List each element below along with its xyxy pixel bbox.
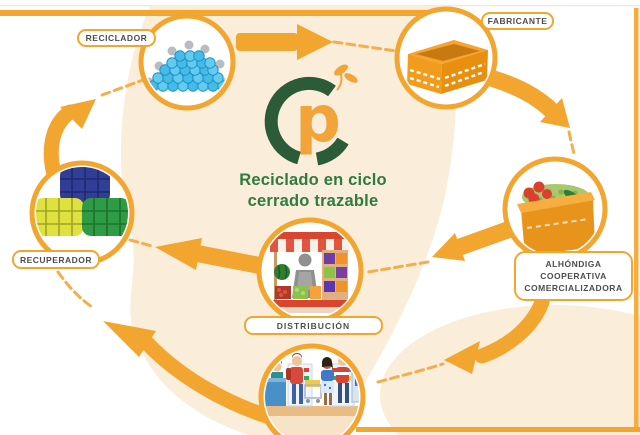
logo-arc-segment	[315, 137, 349, 166]
brand-logo: p	[264, 64, 358, 166]
label-alhondiga-line2: COOPERATIVA	[540, 271, 607, 281]
node-distribucion	[256, 217, 364, 325]
dashed-connector-consumidor-recuperador	[56, 270, 94, 309]
label-distribucion-text: DISTRIBUCIÓN	[276, 320, 351, 331]
label-recuperador-text: RECUPERADOR	[19, 254, 93, 265]
arrow-consumidor-to-recuperador	[103, 321, 288, 428]
tagline-line2: cerrado trazable	[247, 192, 379, 210]
dashed-connector-alhondiga-consumidor	[376, 362, 445, 384]
market-stall-icon	[270, 232, 350, 313]
produce-crate-icon	[517, 181, 595, 255]
label-fabricante-text: FABRICANTE	[487, 16, 548, 26]
arrow-alhondiga-to-distribucion	[432, 219, 522, 261]
plastic-bales-icon	[36, 167, 128, 236]
frame-bottom-line	[356, 427, 640, 432]
logo-letter: p	[295, 83, 341, 157]
arrow-fabricante-to-alhondiga	[475, 67, 570, 128]
frame-top-hairline	[0, 5, 640, 7]
dashed-connectors	[56, 40, 576, 384]
label-alhondiga-line3: COMERCIALIZADORA	[524, 283, 623, 293]
node-fabricante	[394, 6, 498, 110]
page-frame	[0, 8, 640, 432]
logo-arc	[264, 76, 336, 165]
arrow-distribucion-to-recuperador	[155, 238, 271, 275]
node-consumidor	[258, 343, 366, 435]
label-distribucion: DISTRIBUCIÓN	[244, 316, 383, 335]
label-reciclador-text: RECICLADOR	[85, 33, 148, 43]
background-ellipse	[380, 305, 640, 435]
node-alhondiga	[502, 156, 608, 262]
dashed-connector-fabricante-alhondiga	[567, 130, 576, 156]
node-recuperador	[29, 160, 135, 266]
dashed-connector-recuperador-reciclador	[100, 78, 145, 97]
label-alhondiga-line1: ALHÓNDIGA	[545, 259, 602, 269]
frame-top-line	[0, 10, 455, 16]
label-alhondiga: ALHÓNDIGA COOPERATIVA COMERCIALIZADORA	[514, 251, 633, 301]
frame-right-line	[634, 8, 639, 432]
label-reciclador: RECICLADOR	[77, 29, 156, 47]
plastic-crate-icon	[407, 40, 488, 94]
dashed-connector-distribucion-recuperador	[128, 238, 154, 248]
arrow-reciclador-to-fabricante	[236, 24, 333, 60]
label-fabricante: FABRICANTE	[481, 12, 554, 30]
label-recuperador: RECUPERADOR	[12, 250, 100, 269]
node-reciclador	[138, 13, 236, 111]
arrow-alhondiga-to-consumidor	[444, 294, 550, 374]
dashed-connector-reciclador-fabricante	[332, 40, 398, 53]
dashed-connector-alhondiga-distribucion	[366, 260, 430, 274]
shoppers-icon	[265, 353, 359, 435]
tagline-line1: Reciclado en ciclo	[239, 171, 387, 189]
plastic-pellets-icon	[145, 40, 229, 92]
logo-leaves-icon	[334, 64, 358, 91]
